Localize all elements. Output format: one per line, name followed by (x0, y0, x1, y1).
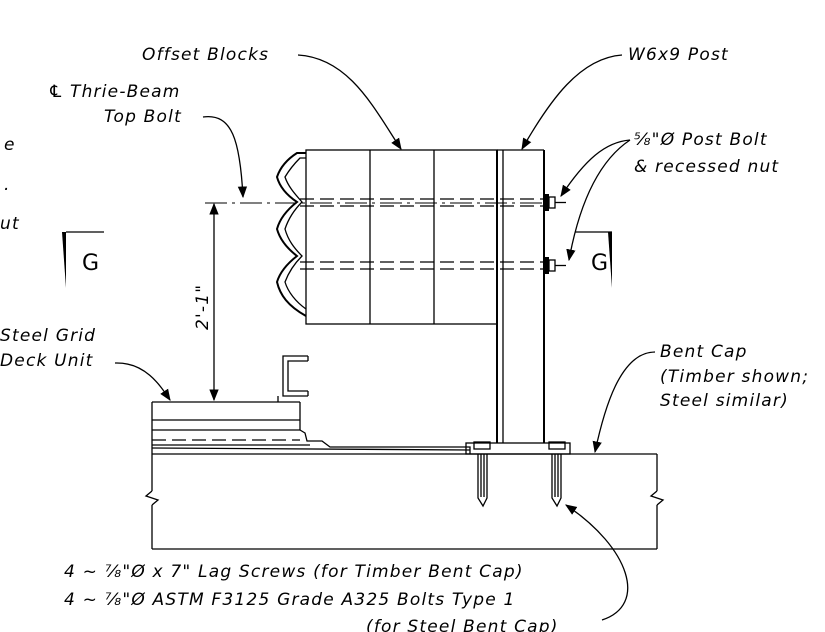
left-partial-text-1: e (4, 135, 16, 155)
label-post: W6x9 Post (521, 45, 729, 151)
bolts-note-label: (for Steel Bent Cap) (366, 617, 559, 632)
steel-grid-deck-unit (151, 355, 471, 454)
centerline-symbol: ℄ (48, 82, 64, 102)
section-marker-right: G (575, 231, 612, 288)
label-left-partial: e . ut (0, 135, 20, 234)
label-offset-blocks: Offset Blocks (142, 45, 402, 150)
steel-grid-label-line1: Steel Grid (0, 326, 96, 346)
lag-screws-label: 4 ~ ⅞"Ø x 7" Lag Screws (for Timber Bent… (64, 562, 524, 582)
post-label: W6x9 Post (628, 45, 729, 65)
bent-cap (144, 453, 665, 550)
bent-cap-label-line1: Bent Cap (660, 342, 748, 362)
bent-cap-label-line3: Steel similar) (660, 391, 789, 411)
top-bolt-dimension: 2'-1" (193, 202, 545, 402)
bolts-label: 4 ~ ⅞"Ø ASTM F3125 Grade A325 Bolts Type… (64, 590, 516, 610)
label-post-bolt: ⅝"Ø Post Bolt & recessed nut (560, 130, 779, 262)
section-label-right: G (591, 251, 608, 276)
section-label-left: G (82, 251, 99, 276)
offset-blocks-label: Offset Blocks (142, 45, 269, 65)
offset-blocks (305, 149, 498, 325)
post-bolt-label-line2: & recessed nut (634, 157, 779, 177)
label-fasteners: 4 ~ ⅞"Ø x 7" Lag Screws (for Timber Bent… (64, 504, 629, 632)
post-bolt-label-line1: ⅝"Ø Post Bolt (634, 130, 768, 150)
left-partial-text-2: . (4, 175, 11, 195)
post-bolts (300, 194, 566, 274)
label-bent-cap: Bent Cap (Timber shown; Steel similar) (592, 342, 809, 454)
dimension-text: 2'-1" (193, 284, 213, 330)
thrie-beam-label-line2: Top Bolt (104, 107, 182, 127)
label-steel-grid: Steel Grid Deck Unit (0, 326, 171, 401)
thrie-beam-label-line1: Thrie-Beam (70, 82, 181, 102)
steel-grid-label-line2: Deck Unit (0, 351, 94, 371)
bent-cap-label-line2: (Timber shown; (660, 367, 809, 387)
w6x9-post (465, 149, 571, 455)
thrie-beam (275, 152, 307, 317)
left-partial-text-3: ut (0, 214, 20, 234)
label-thrie-beam: ℄ Thrie-Beam Top Bolt (48, 82, 248, 199)
lag-screws (473, 441, 566, 508)
section-marker-left: G (62, 231, 104, 288)
